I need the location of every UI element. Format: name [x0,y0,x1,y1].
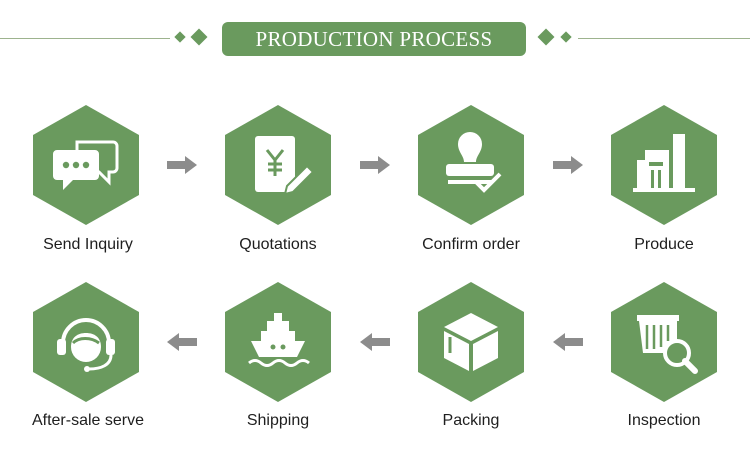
yen-document-icon [255,136,313,196]
container-search-icon [637,315,698,374]
factory-icon [633,134,695,192]
step-send-inquiry [33,105,139,225]
step-label: Shipping [246,412,310,429]
arrow-right-icon [360,156,390,174]
step-label: Send Inquiry [43,236,133,253]
arrow-left-icon [553,333,583,351]
header-line-right [578,38,750,39]
stamp-check-icon [446,132,502,193]
header-diamond-icon [560,31,572,43]
arrow-right-icon [553,156,583,174]
step-quotations [225,105,331,225]
arrow-right-icon [167,156,197,174]
chat-bubbles-icon [53,140,119,190]
step-shipping [225,282,331,402]
step-inspection [611,282,717,402]
step-label: Quotations [239,236,317,253]
headset-agent-icon [57,318,115,372]
header-diamond-icon [190,28,208,46]
box-icon [444,313,498,371]
step-label: Confirm order [422,236,520,253]
step-label: After-sale serve [31,412,145,429]
arrow-left-icon [167,333,197,351]
header-line-left [0,38,170,39]
step-packing [418,282,524,402]
step-label: Inspection [627,412,701,429]
ship-icon [248,313,310,367]
step-label: Packing [442,412,500,429]
step-produce [611,105,717,225]
header-diamond-icon [537,28,555,46]
arrow-left-icon [360,333,390,351]
step-label: Produce [634,236,694,253]
page-title: PRODUCTION PROCESS [222,22,526,56]
header-diamond-icon [174,31,186,43]
step-confirm-order [418,105,524,225]
step-after-sale-serve [33,282,139,402]
